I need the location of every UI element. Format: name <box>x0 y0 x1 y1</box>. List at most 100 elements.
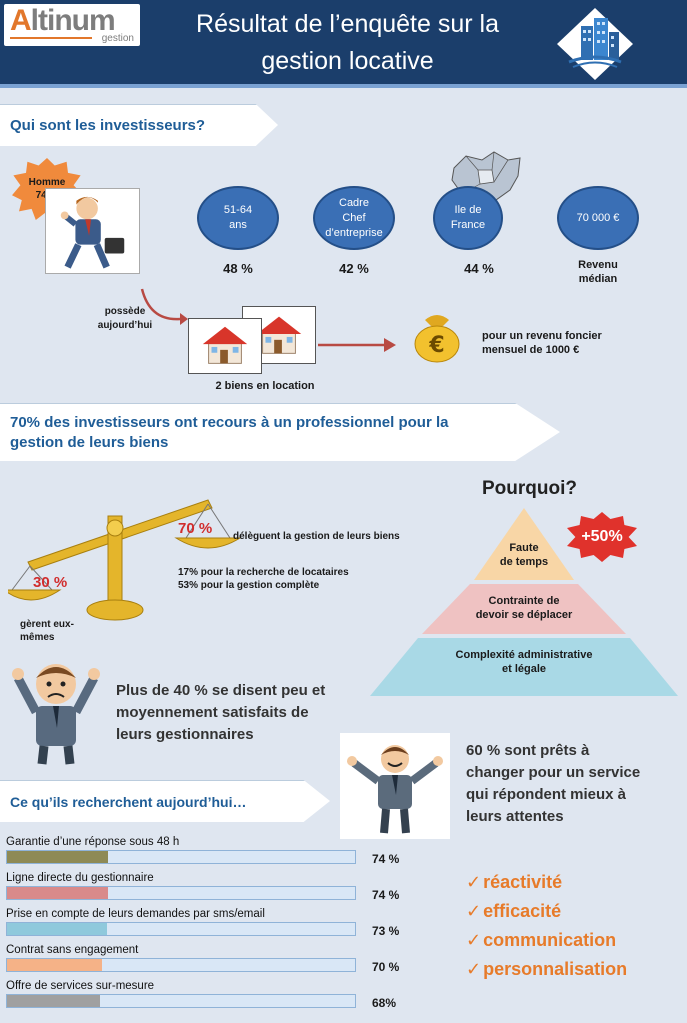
ready-to-change-text: 60 % sont prêts à changer pour un servic… <box>466 740 640 828</box>
pyramid-level-1-line1: Faute <box>509 542 539 554</box>
businessman-illustration <box>45 188 140 274</box>
page-title-line2: gestion locative <box>261 47 434 75</box>
happy-man-illustration <box>340 733 450 839</box>
section-banner-investors: Qui sont les investisseurs? <box>0 104 278 146</box>
house-icon <box>256 316 302 354</box>
revenu-line1: pour un revenu foncier <box>482 330 602 342</box>
ready-line1: 60 % sont prêts à <box>466 742 590 759</box>
logo-subtitle: gestion <box>101 33 134 44</box>
self-manage-line1: gèrent eux- <box>20 619 74 630</box>
income-circle: 70 000 € <box>557 186 639 250</box>
self-manage-line2: mêmes <box>20 632 55 643</box>
curved-arrow-icon <box>140 288 188 325</box>
criteria-bar-fill <box>7 851 108 863</box>
section-banner-professional: 70% des investisseurs ont recours à un p… <box>0 403 560 461</box>
age-circle-line1: 51-64 <box>223 204 253 216</box>
logo-wordmark: ltinum <box>30 4 116 37</box>
satisfaction-line2: moyennement satisfaits de <box>116 704 309 721</box>
age-pct: 48 % <box>223 261 253 276</box>
delegate-detail-2: 53% pour la gestion complète <box>178 580 320 591</box>
income-caption-line2: médian <box>578 273 618 285</box>
pyramid-level-2-line1: Contrainte de <box>488 595 560 607</box>
age-circle-line2: ans <box>229 219 247 231</box>
criteria-bar-track <box>6 850 356 864</box>
banner2-line1: 70% des investisseurs ont recours à un p… <box>10 413 449 431</box>
delegate-details: 17% pour la recherche de locataires 53% … <box>178 566 349 592</box>
possede-line1: possède <box>104 306 146 317</box>
criteria-pct: 74 % <box>372 852 400 866</box>
criteria-label: Garantie d’une réponse sous 48 h <box>6 836 180 848</box>
altinum-logo: Altinum gestion <box>4 4 140 46</box>
value-item: ✓efficacité <box>466 897 627 926</box>
pyramid-level-1-line2: de temps <box>499 556 549 568</box>
biens-caption: 2 biens en location <box>215 380 315 392</box>
criteria-pct: 70 % <box>372 960 400 974</box>
pyramid-level-2-line2: devoir se déplacer <box>475 609 573 621</box>
value-efficacite: efficacité <box>483 901 562 921</box>
satisfaction-text: Plus de 40 % se disent peu et moyennemen… <box>116 680 325 746</box>
balance-scale-icon <box>8 499 242 621</box>
value-item: ✓réactivité <box>466 868 627 897</box>
criteria-bar-fill <box>7 959 103 971</box>
value-personnalisation: personnalisation <box>483 959 628 979</box>
income-value: 70 000 € <box>576 211 620 224</box>
value-checklist: ✓réactivité ✓efficacité ✓communication ✓… <box>466 868 627 984</box>
criteria-bar-fill <box>7 995 100 1007</box>
criteria-bar-track <box>6 994 356 1008</box>
unhappy-man-icon <box>12 664 100 765</box>
criteria-bar-fill <box>7 887 108 899</box>
gender-label: Homme <box>28 177 66 188</box>
revenu-line2: mensuel de 1000 € <box>482 344 580 356</box>
check-icon: ✓ <box>466 959 482 979</box>
page-title-line1: Résultat de l’enquête sur la <box>196 10 499 38</box>
right-arrow-icon <box>318 338 396 352</box>
profession-line2: Chef <box>342 211 366 224</box>
criteria-label: Ligne directe du gestionnaire <box>6 872 154 884</box>
delegate-detail-1: 17% pour la recherche de locataires <box>178 567 349 578</box>
criteria-pct: 74 % <box>372 888 400 902</box>
criteria-bar-track <box>6 886 356 900</box>
revenu-text: pour un revenu foncier mensuel de 1000 € <box>482 329 672 357</box>
check-icon: ✓ <box>466 901 482 921</box>
criteria-label: Contrat sans engagement <box>6 944 139 956</box>
profession-line3: d’entreprise <box>325 226 383 239</box>
value-item: ✓personnalisation <box>466 955 627 984</box>
region-line1: Ile de <box>454 204 482 216</box>
page-title: Résultat de l’enquête sur la gestion loc… <box>150 6 545 80</box>
pyramid-level-3-line2: et légale <box>501 663 547 675</box>
region-pct: 44 % <box>464 261 494 276</box>
possede-line2: aujourd’hui <box>97 320 153 331</box>
criteria-pct: 73 % <box>372 924 400 938</box>
pyramid-level-3: Complexité administrative et légale <box>410 648 638 676</box>
banner2-line2: gestion de leurs biens <box>10 433 169 451</box>
region-line2: France <box>450 219 486 231</box>
logo-letter-a: A <box>10 4 32 37</box>
criteria-bar-track <box>6 922 356 936</box>
ready-line3: qui répondent mieux à <box>466 786 627 803</box>
house-card-1 <box>188 318 262 374</box>
delegate-pct: 70 % <box>178 520 213 537</box>
delegate-text: délèguent la gestion de leurs biens <box>233 531 400 542</box>
region-circle: Ile de France <box>433 186 503 250</box>
businessman-icon <box>60 196 125 269</box>
age-circle: 51-64 ans <box>197 186 279 250</box>
satisfaction-line1: Plus de 40 % se disent peu et <box>116 682 326 699</box>
svg-text:€: € <box>428 333 444 358</box>
satisfaction-line3: leurs gestionnaires <box>116 726 254 743</box>
buildings-icon <box>557 8 633 80</box>
ready-line4: leurs attentes <box>466 808 564 825</box>
income-caption: Revenu médian <box>557 258 639 286</box>
pyramid-level-2: Contrainte de devoir se déplacer <box>440 594 608 622</box>
criteria-label: Prise en compte de leurs demandes par sm… <box>6 908 265 920</box>
value-reactivite: réactivité <box>483 872 563 892</box>
criteria-pct: 68% <box>372 996 397 1010</box>
possede-text: possède aujourd’hui <box>80 305 170 333</box>
pyramid-diagram <box>370 508 678 696</box>
criteria-bar-track <box>6 958 356 972</box>
happy-man-icon <box>347 745 443 834</box>
value-item: ✓communication <box>466 926 627 955</box>
house-icon <box>202 326 248 364</box>
pourquoi-heading: Pourquoi? <box>482 478 577 499</box>
section-banner-recherche: Ce qu’ils recherchent aujourd’hui… <box>0 780 330 822</box>
